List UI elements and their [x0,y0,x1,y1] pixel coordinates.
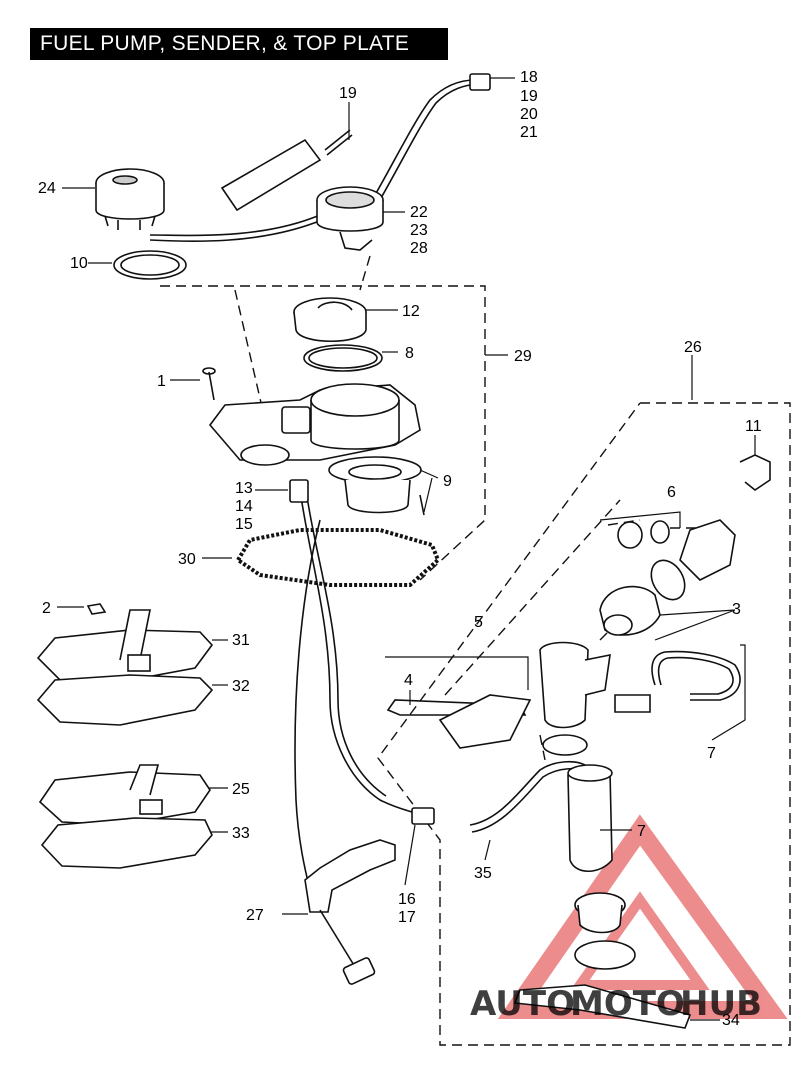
callout-13: 13 [235,480,253,497]
callout-19: 19 [339,85,357,102]
callout-1: 1 [157,373,166,390]
callout-30: 30 [178,551,196,568]
strainer-cup [574,940,636,970]
bracket-2 [86,603,107,615]
callout-20: 20 [520,106,538,123]
callout-29: 29 [514,348,532,365]
callout-34: 34 [722,1012,740,1029]
callout-22: 22 [410,204,428,221]
callout-23: 23 [410,222,428,239]
callout-16: 16 [398,891,416,908]
callout-33: 33 [232,825,250,842]
callout-27: 27 [246,907,264,924]
callout-3: 3 [732,601,741,618]
leader-lines [57,77,756,1021]
watermark-logo [497,814,788,1019]
sender-27 [304,839,396,913]
fitting-6 [617,521,643,549]
callouts: 18 19 20 21 19 24 22 23 28 10 12 8 29 26… [38,69,762,1029]
wiring [149,79,741,891]
plate-25 [38,771,211,826]
o-ring-3 [650,559,686,601]
fitting-7 [614,694,651,713]
connector-16 [411,807,435,825]
callout-9: 9 [443,473,452,490]
callout-15: 15 [235,516,253,533]
pump-7 [567,771,613,873]
gasket-33 [40,817,213,869]
gasket-32 [36,674,214,726]
callout-24: 24 [38,180,56,197]
callout-12: 12 [402,303,420,320]
parts [36,73,771,1029]
callout-35: 35 [474,865,492,882]
clip-11 [739,454,771,491]
pump-housing-5 [539,641,589,729]
callout-6: 6 [667,484,676,501]
page-title: FUEL PUMP, SENDER, & TOP PLATE [30,28,448,60]
watermark-part2: MOTO [570,984,685,1024]
float-bar-34 [513,984,692,1029]
watermark-text: AUTO MOTO HUB [470,984,762,1024]
callout-5: 5 [474,614,483,631]
callout-8: 8 [405,345,414,362]
callout-28: 28 [410,240,428,257]
callout-7-line: 7 [707,745,716,762]
watermark-part3: HUB [680,984,762,1024]
screw-1 [202,367,216,401]
wire-loom [220,138,322,212]
callout-14: 14 [235,498,253,515]
callout-19-right: 19 [520,88,538,105]
callout-31: 31 [232,632,250,649]
callout-32: 32 [232,678,250,695]
callout-17: 17 [398,909,416,926]
callout-18: 18 [520,69,538,86]
callout-10: 10 [70,255,88,272]
connector-13 [289,479,309,503]
gasket-30 [235,528,441,587]
callout-7-pump: 7 [637,823,646,840]
callout-2: 2 [42,600,51,617]
callout-21: 21 [520,124,538,141]
group-outlines [160,255,791,1046]
connector-18 [469,73,491,91]
callout-4: 4 [404,672,413,689]
callout-25: 25 [232,781,250,798]
callout-11: 11 [745,418,762,435]
watermark-part1: AUTO [470,984,575,1024]
callout-26: 26 [684,339,702,356]
